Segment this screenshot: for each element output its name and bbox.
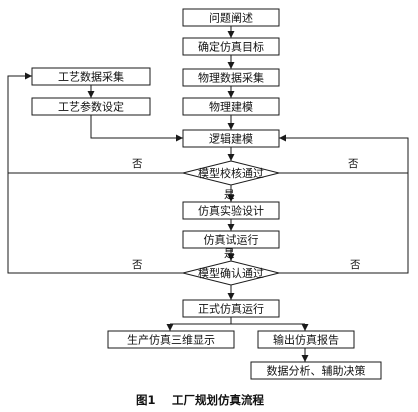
node-output-report: 输出仿真报告 <box>257 330 355 349</box>
node-goal-label: 确定仿真目标 <box>198 40 264 54</box>
decision-model-confirm: 模型确认通过 <box>182 260 280 286</box>
node-physical-model: 物理建模 <box>182 97 280 116</box>
label-no-confirm-left: 否 <box>132 259 143 271</box>
connectors <box>7 26 409 362</box>
node-physical-data: 物理数据采集 <box>182 68 280 87</box>
arrow-confirm-fail-right <box>279 173 409 274</box>
node-craft-params: 工艺参数设定 <box>31 97 151 116</box>
node-physical-model-label: 物理建模 <box>209 100 253 114</box>
decision-model-confirm-label: 模型确认通过 <box>198 266 264 280</box>
node-logic-model-label: 逻辑建模 <box>209 132 253 146</box>
node-physical-data-label: 物理数据采集 <box>198 71 264 85</box>
label-no-check-right: 否 <box>348 158 359 170</box>
label-no-confirm-right: 否 <box>350 259 361 271</box>
node-trial-run-label: 仿真试运行 <box>204 233 259 247</box>
node-craft-data: 工艺数据采集 <box>31 67 151 86</box>
node-goal: 确定仿真目标 <box>182 37 280 56</box>
node-analysis-label: 数据分析、辅助决策 <box>267 364 366 378</box>
node-output-report-label: 输出仿真报告 <box>273 333 339 347</box>
label-no-check-left: 否 <box>132 158 143 170</box>
node-production-3d-label: 生产仿真三维显示 <box>127 333 215 347</box>
node-problem: 问题阐述 <box>182 8 280 27</box>
label-yes-check: 是 <box>224 189 235 201</box>
caption-figure-no: 图1 <box>136 393 156 407</box>
node-production-3d: 生产仿真三维显示 <box>107 330 235 349</box>
caption-title: 工厂规划仿真流程 <box>172 393 264 407</box>
arrow-check-fail-left <box>7 72 183 174</box>
label-yes-confirm: 是 <box>224 248 235 260</box>
node-experiment-design: 仿真实验设计 <box>182 201 280 220</box>
node-experiment-design-label: 仿真实验设计 <box>198 204 264 218</box>
node-craft-data-label: 工艺数据采集 <box>58 70 124 84</box>
decision-model-check-label: 模型校核通过 <box>198 166 264 180</box>
node-formal-run-label: 正式仿真运行 <box>198 302 264 316</box>
arrow-confirm-fail-left <box>7 173 183 274</box>
node-trial-run: 仿真试运行 <box>182 230 280 249</box>
arrow-check-fail-right <box>279 134 409 174</box>
node-logic-model: 逻辑建模 <box>182 129 280 148</box>
decision-model-check: 模型校核通过 <box>182 160 280 186</box>
node-problem-label: 问题阐述 <box>209 12 253 25</box>
node-craft-params-label: 工艺参数设定 <box>58 100 124 114</box>
node-analysis: 数据分析、辅助决策 <box>250 361 382 380</box>
node-formal-run: 正式仿真运行 <box>182 299 280 318</box>
arrow-craft-params-logic <box>90 115 183 142</box>
